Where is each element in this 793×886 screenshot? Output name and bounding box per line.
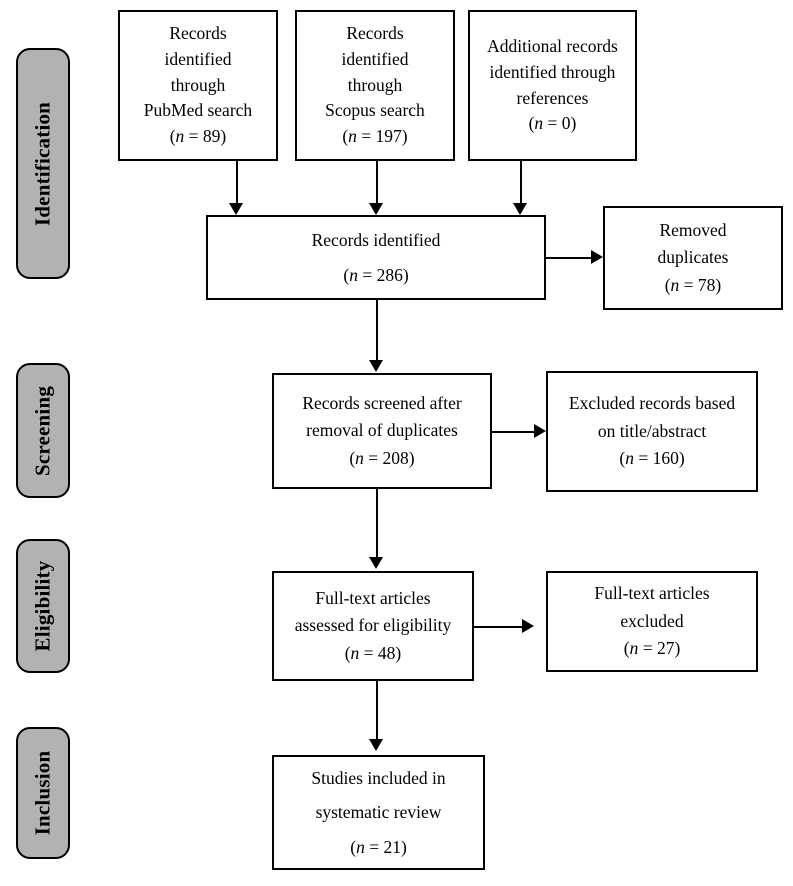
connector-identified-to-screened [376, 300, 378, 360]
box-studies-included: Studies included in systematic review (n… [272, 755, 485, 870]
arrowhead-pubmed-to-identified [229, 203, 243, 215]
box-scopus-records-text: Records identified through Scopus search [325, 22, 425, 121]
box-removed-duplicates: Removed duplicates (n = 78) [603, 206, 783, 310]
stage-label-identification: Identification [30, 101, 55, 226]
box-removed-duplicates-count: (n = 78) [664, 274, 722, 295]
box-studies-included-text: Studies included in systematic review [311, 768, 446, 823]
stage-label-screening: Screening [30, 385, 55, 476]
arrowhead-identified-to-duplicates [591, 250, 603, 264]
box-excluded-records-text: Excluded records based on title/abstract [568, 393, 736, 441]
box-scopus-records: Records identified through Scopus search… [295, 10, 455, 161]
connector-screened-to-excluded [492, 431, 534, 433]
stage-pill-screening: Screening [16, 363, 70, 498]
connector-pubmed-to-identified [236, 161, 238, 203]
box-excluded-records: Excluded records based on title/abstract… [546, 371, 758, 492]
box-records-screened-count: (n = 208) [349, 447, 415, 468]
box-scopus-records-count: (n = 197) [342, 126, 408, 147]
box-records-screened-text: Records screened after removal of duplic… [302, 392, 462, 441]
box-fulltext-excluded: Full-text articles excluded (n = 27) [546, 571, 758, 672]
box-records-screened: Records screened after removal of duplic… [272, 373, 492, 489]
box-fulltext-assessed-text: Full-text articles assessed for eligibil… [294, 587, 452, 636]
box-records-identified-text: Records identified [311, 230, 441, 251]
box-pubmed-records-count: (n = 89) [169, 126, 227, 147]
stage-label-inclusion: Inclusion [30, 750, 55, 836]
box-fulltext-assessed-count: (n = 48) [344, 642, 402, 663]
box-additional-records-count: (n = 0) [528, 113, 577, 134]
connector-assessed-to-included [376, 681, 378, 739]
stage-pill-inclusion: Inclusion [16, 727, 70, 859]
box-pubmed-records-text: Records identified through PubMed search [143, 22, 253, 121]
box-excluded-records-count: (n = 160) [619, 448, 685, 469]
stage-pill-eligibility: Eligibility [16, 539, 70, 673]
connector-additional-to-identified [520, 161, 522, 203]
box-records-identified: Records identified (n = 286) [206, 215, 546, 300]
arrowhead-screened-to-excluded [534, 424, 546, 438]
stage-pill-identification: Identification [16, 48, 70, 279]
stage-label-eligibility: Eligibility [30, 560, 55, 652]
box-studies-included-count: (n = 21) [350, 836, 407, 857]
box-pubmed-records: Records identified through PubMed search… [118, 10, 278, 161]
arrowhead-screened-to-fulltext [369, 557, 383, 569]
box-fulltext-assessed: Full-text articles assessed for eligibil… [272, 571, 474, 681]
box-fulltext-excluded-text: Full-text articles excluded [594, 583, 710, 631]
connector-screened-to-fulltext [376, 489, 378, 557]
box-records-identified-count: (n = 286) [343, 264, 409, 285]
connector-assessed-to-excluded [474, 626, 522, 628]
arrowhead-identified-to-screened [369, 360, 383, 372]
connector-identified-to-duplicates [546, 257, 591, 259]
connector-scopus-to-identified [376, 161, 378, 203]
arrowhead-scopus-to-identified [369, 203, 383, 215]
box-additional-records: Additional records identified through re… [468, 10, 637, 161]
box-fulltext-excluded-count: (n = 27) [623, 638, 681, 659]
box-removed-duplicates-text: Removed duplicates [657, 219, 729, 268]
arrowhead-assessed-to-excluded [522, 619, 534, 633]
box-additional-records-text: Additional records identified through re… [487, 35, 618, 108]
arrowhead-additional-to-identified [513, 203, 527, 215]
arrowhead-assessed-to-included [369, 739, 383, 751]
